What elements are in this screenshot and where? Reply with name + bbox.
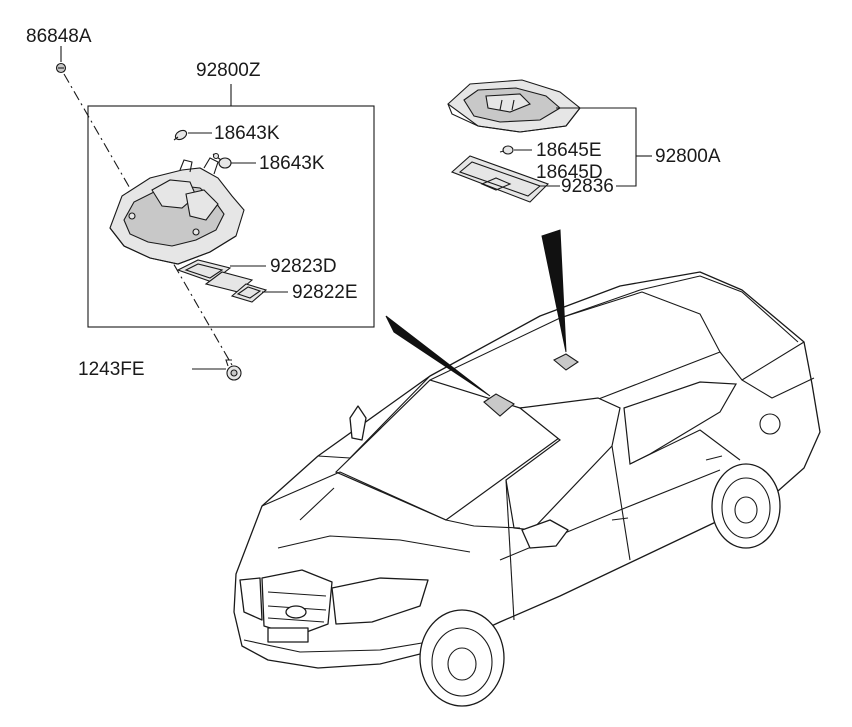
room-lamp-group: 18645E 18645D 92836 92800A — [447, 79, 721, 203]
bulb-icon — [499, 145, 514, 155]
label-92823D: 92823D — [270, 256, 337, 277]
car-illustration — [233, 271, 821, 707]
label-18645E: 18645E — [536, 140, 602, 161]
screw-icon — [225, 359, 242, 381]
bulb-icon — [212, 152, 232, 169]
lens-92822E — [204, 271, 268, 303]
lens-92836 — [450, 155, 550, 203]
front-console-group: 86848A 92800Z 18643K 18643K — [26, 26, 375, 381]
label-18643K-lower: 18643K — [259, 153, 325, 174]
pointer-wedge-icon — [385, 315, 491, 397]
pointer-wedge-icon — [541, 229, 567, 353]
bulb-icon — [173, 129, 188, 141]
label-92822E: 92822E — [292, 282, 358, 303]
label-86848A: 86848A — [26, 26, 92, 47]
label-18645D: 18645D — [536, 162, 603, 183]
label-92836: 92836 — [561, 176, 614, 197]
label-1243FE: 1243FE — [78, 359, 145, 380]
room-lamp-housing — [447, 79, 581, 133]
screw-icon — [55, 62, 67, 74]
overhead-console-housing — [109, 157, 245, 265]
label-18643K-upper: 18643K — [214, 123, 280, 144]
label-92800A: 92800A — [655, 146, 721, 167]
label-92800Z: 92800Z — [196, 60, 261, 81]
